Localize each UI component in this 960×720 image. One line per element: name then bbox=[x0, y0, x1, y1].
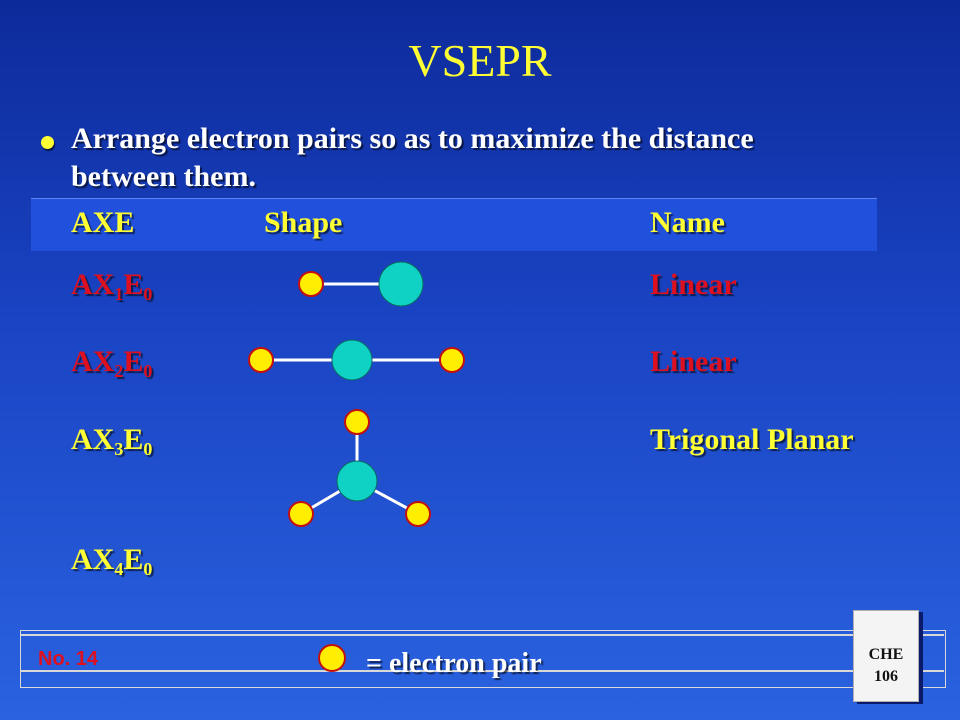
molecule-ax3e0 bbox=[288, 409, 431, 527]
row-name-trigonal-planar: Trigonal Planar bbox=[650, 423, 854, 456]
row-axe-ax3e0: AX3E0 bbox=[71, 423, 153, 459]
header-name: Name bbox=[650, 206, 725, 239]
legend-text: = electron pair bbox=[366, 648, 542, 679]
course-code: CHE bbox=[868, 646, 904, 663]
central-atom-icon bbox=[331, 339, 373, 381]
molecule-ax1e0 bbox=[298, 261, 424, 307]
slide-title: VSEPR bbox=[408, 35, 552, 86]
footer-rule bbox=[20, 634, 944, 636]
row-axe-ax4e0: AX4E0 bbox=[71, 543, 153, 579]
header-shape: Shape bbox=[264, 206, 343, 239]
row-axe-ax1e0: AX1E0 bbox=[71, 268, 153, 304]
electron-pair-icon bbox=[288, 501, 314, 527]
course-number: 106 bbox=[874, 668, 898, 685]
central-atom-icon bbox=[378, 261, 424, 307]
molecule-ax2e0 bbox=[248, 339, 465, 381]
footer-frame bbox=[20, 630, 946, 688]
electron-pair-icon bbox=[248, 347, 274, 373]
row-name-linear-1: Linear bbox=[650, 268, 737, 301]
bullet-text: Arrange electron pairs so as to maximize… bbox=[71, 122, 754, 193]
central-atom-icon bbox=[336, 460, 378, 502]
electron-pair-icon bbox=[439, 347, 465, 373]
course-badge-text: CHE 106 bbox=[853, 644, 919, 688]
electron-pair-icon bbox=[298, 271, 324, 297]
electron-pair-icon bbox=[318, 644, 346, 672]
slide-number: No. 14 bbox=[38, 648, 99, 670]
course-badge bbox=[853, 610, 919, 702]
electron-pair-icon bbox=[344, 409, 370, 435]
footer-rule bbox=[20, 670, 944, 672]
row-axe-ax2e0: AX2E0 bbox=[71, 345, 153, 381]
electron-pair-icon bbox=[405, 501, 431, 527]
row-name-linear-2: Linear bbox=[650, 345, 737, 378]
header-axe: AXE bbox=[71, 206, 135, 239]
table-header bbox=[31, 198, 877, 251]
bullet-dot-icon bbox=[41, 136, 54, 149]
